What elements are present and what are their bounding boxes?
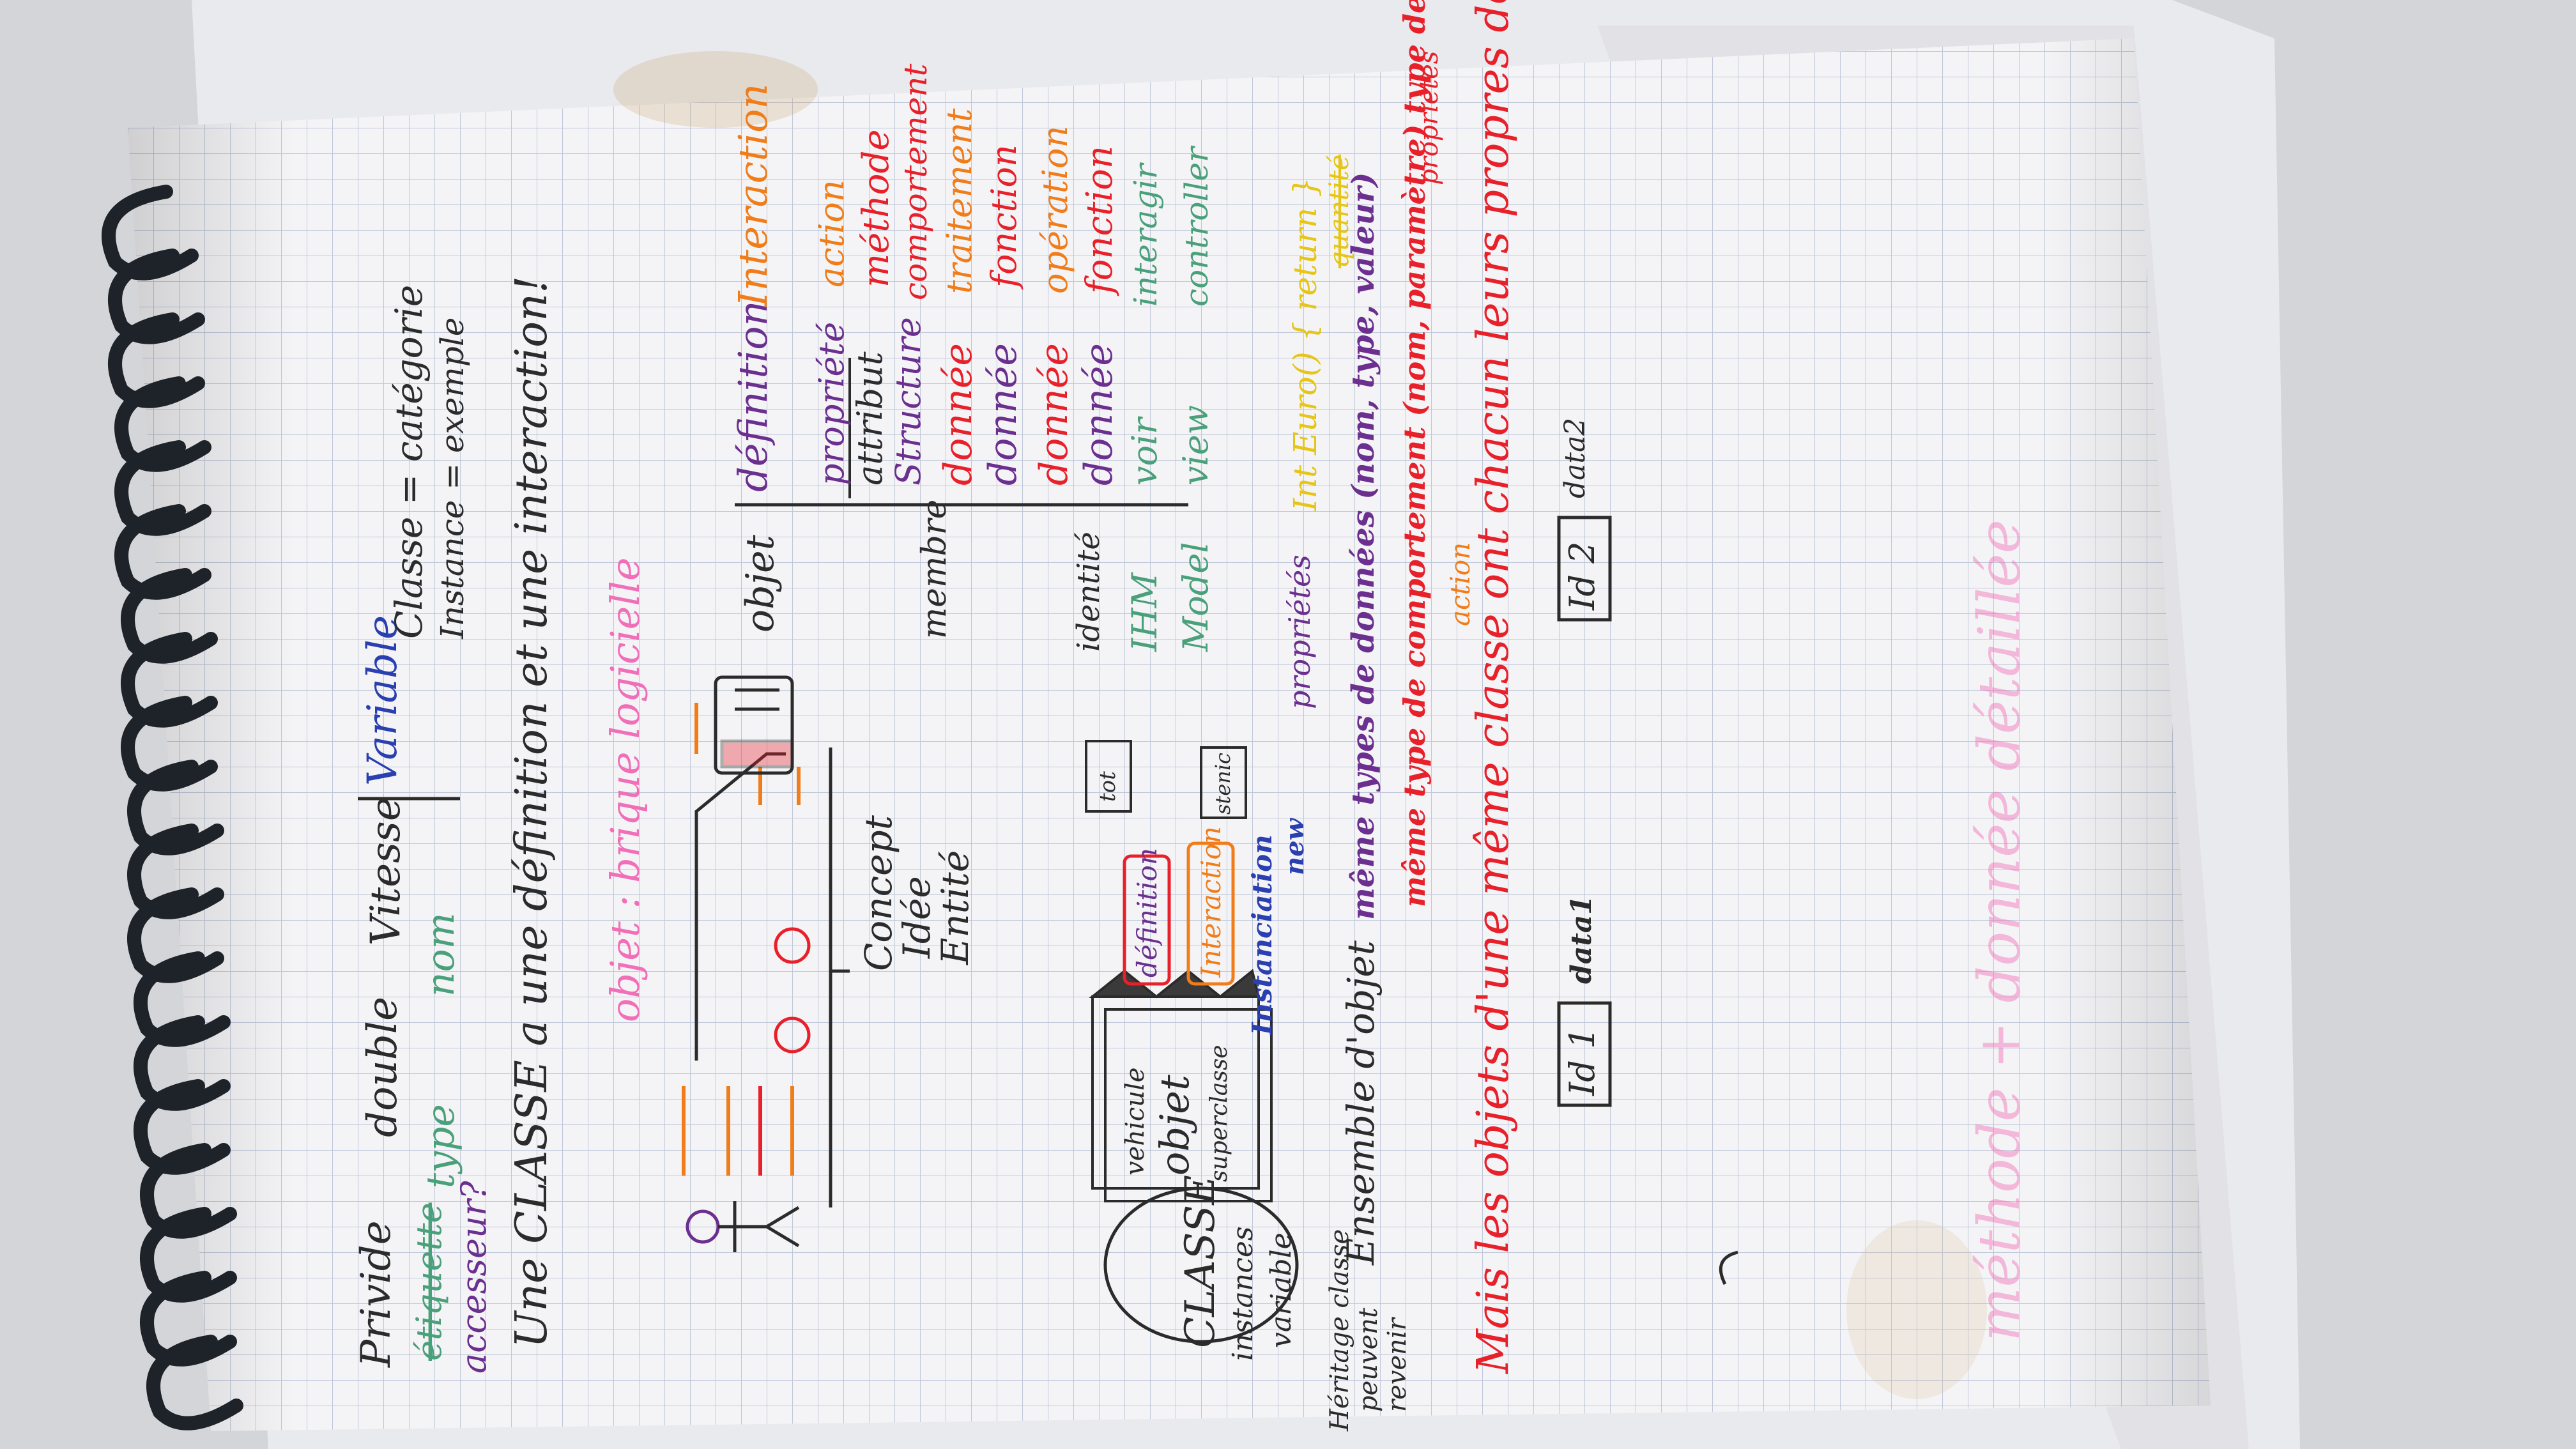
note-meme-types: même types de données (nom, type, valeur… [1346, 172, 1381, 920]
note-mais: Mais les objets d'une même classe ont ch… [1468, 0, 1519, 1375]
note-def-donnee-1: donnée [936, 343, 981, 486]
note-variable: Variable [359, 615, 406, 786]
stray-mark [1719, 1250, 1738, 1285]
note-model: Model [1176, 542, 1216, 652]
note-data2: data2 [1559, 418, 1591, 498]
note-pink-faint: méthode + donnée détaillée [1966, 519, 2033, 1342]
note-membre: membre [916, 500, 954, 639]
note-classe-eq: Classe = catégorie [387, 285, 431, 639]
handwriting: Privide double Vitesse Variable étiquett… [353, 0, 2033, 1432]
note-objet-box: objet [1151, 1075, 1198, 1176]
note-type: type [418, 1104, 463, 1188]
note-view: view [1176, 405, 1216, 486]
note-data1: data1 [1565, 895, 1598, 984]
note-id2: Id 2 [1562, 542, 1602, 611]
note-quantite: quantité [1323, 155, 1354, 268]
note-proprietes2: propriétés [1414, 51, 1444, 185]
note-tot: tot [1095, 771, 1121, 802]
note-int-comportement: comportement [897, 63, 934, 300]
note-def-structure: Structure [888, 317, 928, 486]
box-interaction [1186, 841, 1235, 986]
note-box-interaction: Interaction [1195, 826, 1227, 978]
spiral-binding [102, 185, 243, 1430]
note-stenic: stenic [1211, 753, 1235, 815]
note-idee: Idée [895, 876, 939, 959]
note-classe-bubble: CLASSE [1177, 1175, 1224, 1348]
note-voir: voir [1124, 416, 1165, 486]
note-def-propriete: propriété [811, 322, 852, 486]
note-def-donnee-3: donnée [1032, 343, 1077, 486]
note-nom: nom [418, 912, 463, 997]
note-int-fonction-2: fonction [1079, 146, 1121, 296]
note-objet-brique: objet : brique logicielle [602, 557, 648, 1022]
note-action: action [1445, 542, 1476, 626]
note-id1: Id 1 [1562, 1027, 1602, 1096]
note-int-euro: Int Euro() { return } [1287, 177, 1324, 512]
note-def-attribut: attribut [850, 351, 890, 486]
note-ihm: IHM [1124, 572, 1165, 652]
book-icon [714, 675, 794, 775]
note-int-operation: opération [1035, 126, 1075, 294]
note-int-methode: méthode [855, 129, 897, 288]
note-int-fonction-1: fonction [984, 144, 1024, 290]
note-accesseur: accesseur? [454, 1180, 494, 1374]
box-stenic [1200, 746, 1247, 819]
note-interaction-header: Interaction [730, 84, 776, 307]
note-identite: identité [1071, 532, 1107, 652]
note-new: new [1280, 817, 1310, 875]
note-entite: Entité [933, 850, 977, 965]
note-private: Privide [353, 1220, 400, 1368]
note-vitesse: Vitesse [362, 797, 410, 946]
note-meme-type-action: même type de comportement (nom, paramètr… [1397, 0, 1432, 907]
note-objet-header: objet [738, 534, 783, 632]
note-ensemble: Ensemble d'objet [1339, 940, 1383, 1266]
note-int-action: action [811, 180, 852, 288]
note-int-traitement: traitement [939, 108, 979, 294]
note-variable-bubble: variable [1265, 1232, 1298, 1348]
car-drawing-icon [682, 703, 850, 1208]
note-proprietes: propriétés [1282, 555, 1317, 709]
box-id1 [1557, 1001, 1612, 1107]
note-superclasse: superclasse [1206, 1045, 1232, 1182]
classe-bubble [1103, 1186, 1299, 1344]
note-etiquette: étiquette [409, 1202, 449, 1361]
note-def-donnee-4: donnée [1077, 343, 1121, 486]
note-instances: instances [1227, 1226, 1259, 1361]
note-double: double [359, 997, 406, 1137]
note-classe-def: Une CLASSE a une définition et une inter… [507, 276, 557, 1348]
note-peuvent: peuvent [1354, 1307, 1383, 1412]
note-vehicule: vehicule [1121, 1068, 1150, 1176]
notebook-page [128, 38, 2211, 1431]
box-id2 [1557, 516, 1612, 622]
note-def-donnee-2: donnée [981, 343, 1025, 486]
note-instance-eq: Instance = exemple [434, 318, 471, 640]
note-instanciation: Instanciation [1246, 834, 1278, 1036]
note-controller: controller [1178, 145, 1215, 307]
box-tot [1085, 740, 1132, 813]
box-definition [1123, 854, 1171, 986]
note-interagir: interagir [1127, 162, 1164, 307]
note-revenir: revenir [1383, 1316, 1412, 1412]
person-icon [686, 1201, 800, 1252]
note-concept: Concept [857, 815, 900, 971]
note-definition-header: définition [730, 301, 776, 493]
note-box-definition: définition [1131, 848, 1163, 977]
objet-stack-icon [1089, 969, 1273, 1202]
note-heritage: Héritage classe [1325, 1229, 1354, 1432]
